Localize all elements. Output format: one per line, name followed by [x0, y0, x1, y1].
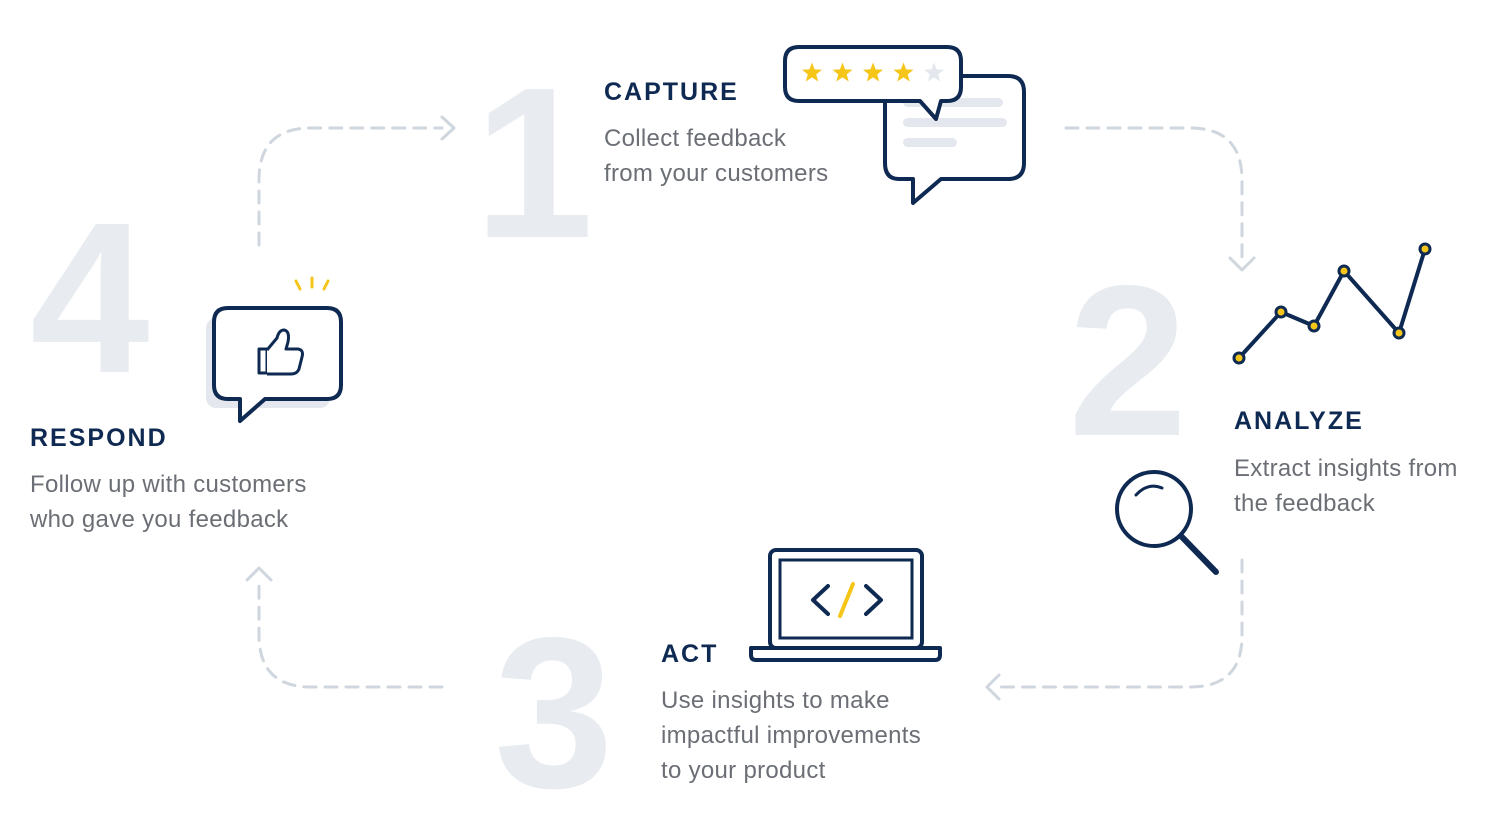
line-chart-icon: [1232, 242, 1432, 365]
laptop-code-icon: [749, 548, 942, 662]
rating-chat-icon: [783, 45, 1026, 205]
step-description-capture: Collect feedback from your customers: [604, 121, 828, 191]
star-rating: [802, 62, 944, 82]
sparkle-marks: [294, 276, 330, 291]
step-title-act: ACT: [661, 640, 719, 668]
thumbs-up-chat-icon: [206, 276, 343, 423]
description-line: Follow up with customers: [30, 471, 307, 498]
step-number-3: 3: [494, 592, 614, 833]
step-number-4: 4: [30, 177, 150, 418]
description-line: who gave you feedback: [30, 506, 289, 533]
chart-point: [1392, 326, 1406, 340]
connector-4-to-1: [257, 126, 444, 247]
description-line: Use insights to make: [661, 687, 890, 714]
step-title-respond: RESPOND: [30, 424, 168, 452]
arrowhead-left: [985, 673, 1001, 701]
step-title-capture: CAPTURE: [604, 78, 739, 106]
connector-2-to-3: [993, 558, 1244, 689]
magnifier-icon: [1115, 470, 1219, 575]
step-description-act: Use insights to make impactful improveme…: [661, 683, 921, 788]
description-line: from your customers: [604, 160, 829, 187]
connector-1-to-2: [1064, 126, 1244, 264]
chart-point: [1274, 305, 1288, 319]
star-filled-icon: [893, 62, 914, 82]
chart-point: [1307, 319, 1321, 333]
star-filled-icon: [832, 62, 853, 82]
step-number-1: 1: [474, 42, 594, 283]
step-description-analyze: Extract insights from the feedback: [1234, 451, 1458, 521]
description-line: impactful improvements: [661, 722, 922, 749]
description-line: Extract insights from: [1234, 455, 1458, 482]
description-line: to your product: [661, 757, 826, 784]
step-number-2: 2: [1068, 240, 1188, 481]
star-filled-icon: [802, 62, 822, 82]
description-line: Collect feedback: [604, 125, 787, 152]
description-line: the feedback: [1234, 490, 1376, 517]
chart-point: [1418, 242, 1432, 256]
arrowhead-up: [245, 566, 273, 582]
star-filled-icon: [863, 62, 883, 82]
arrowheads: [245, 115, 1256, 701]
step-description-respond: Follow up with customers who gave you fe…: [30, 467, 307, 537]
arrowhead-down: [1228, 256, 1256, 272]
chart-point: [1232, 351, 1246, 365]
connectors: [257, 126, 1244, 689]
arrowhead-right: [440, 115, 456, 141]
connector-3-to-4: [257, 576, 444, 689]
step-title-analyze: ANALYZE: [1234, 407, 1364, 435]
chart-point: [1337, 264, 1351, 278]
star-empty-icon: [924, 62, 944, 82]
